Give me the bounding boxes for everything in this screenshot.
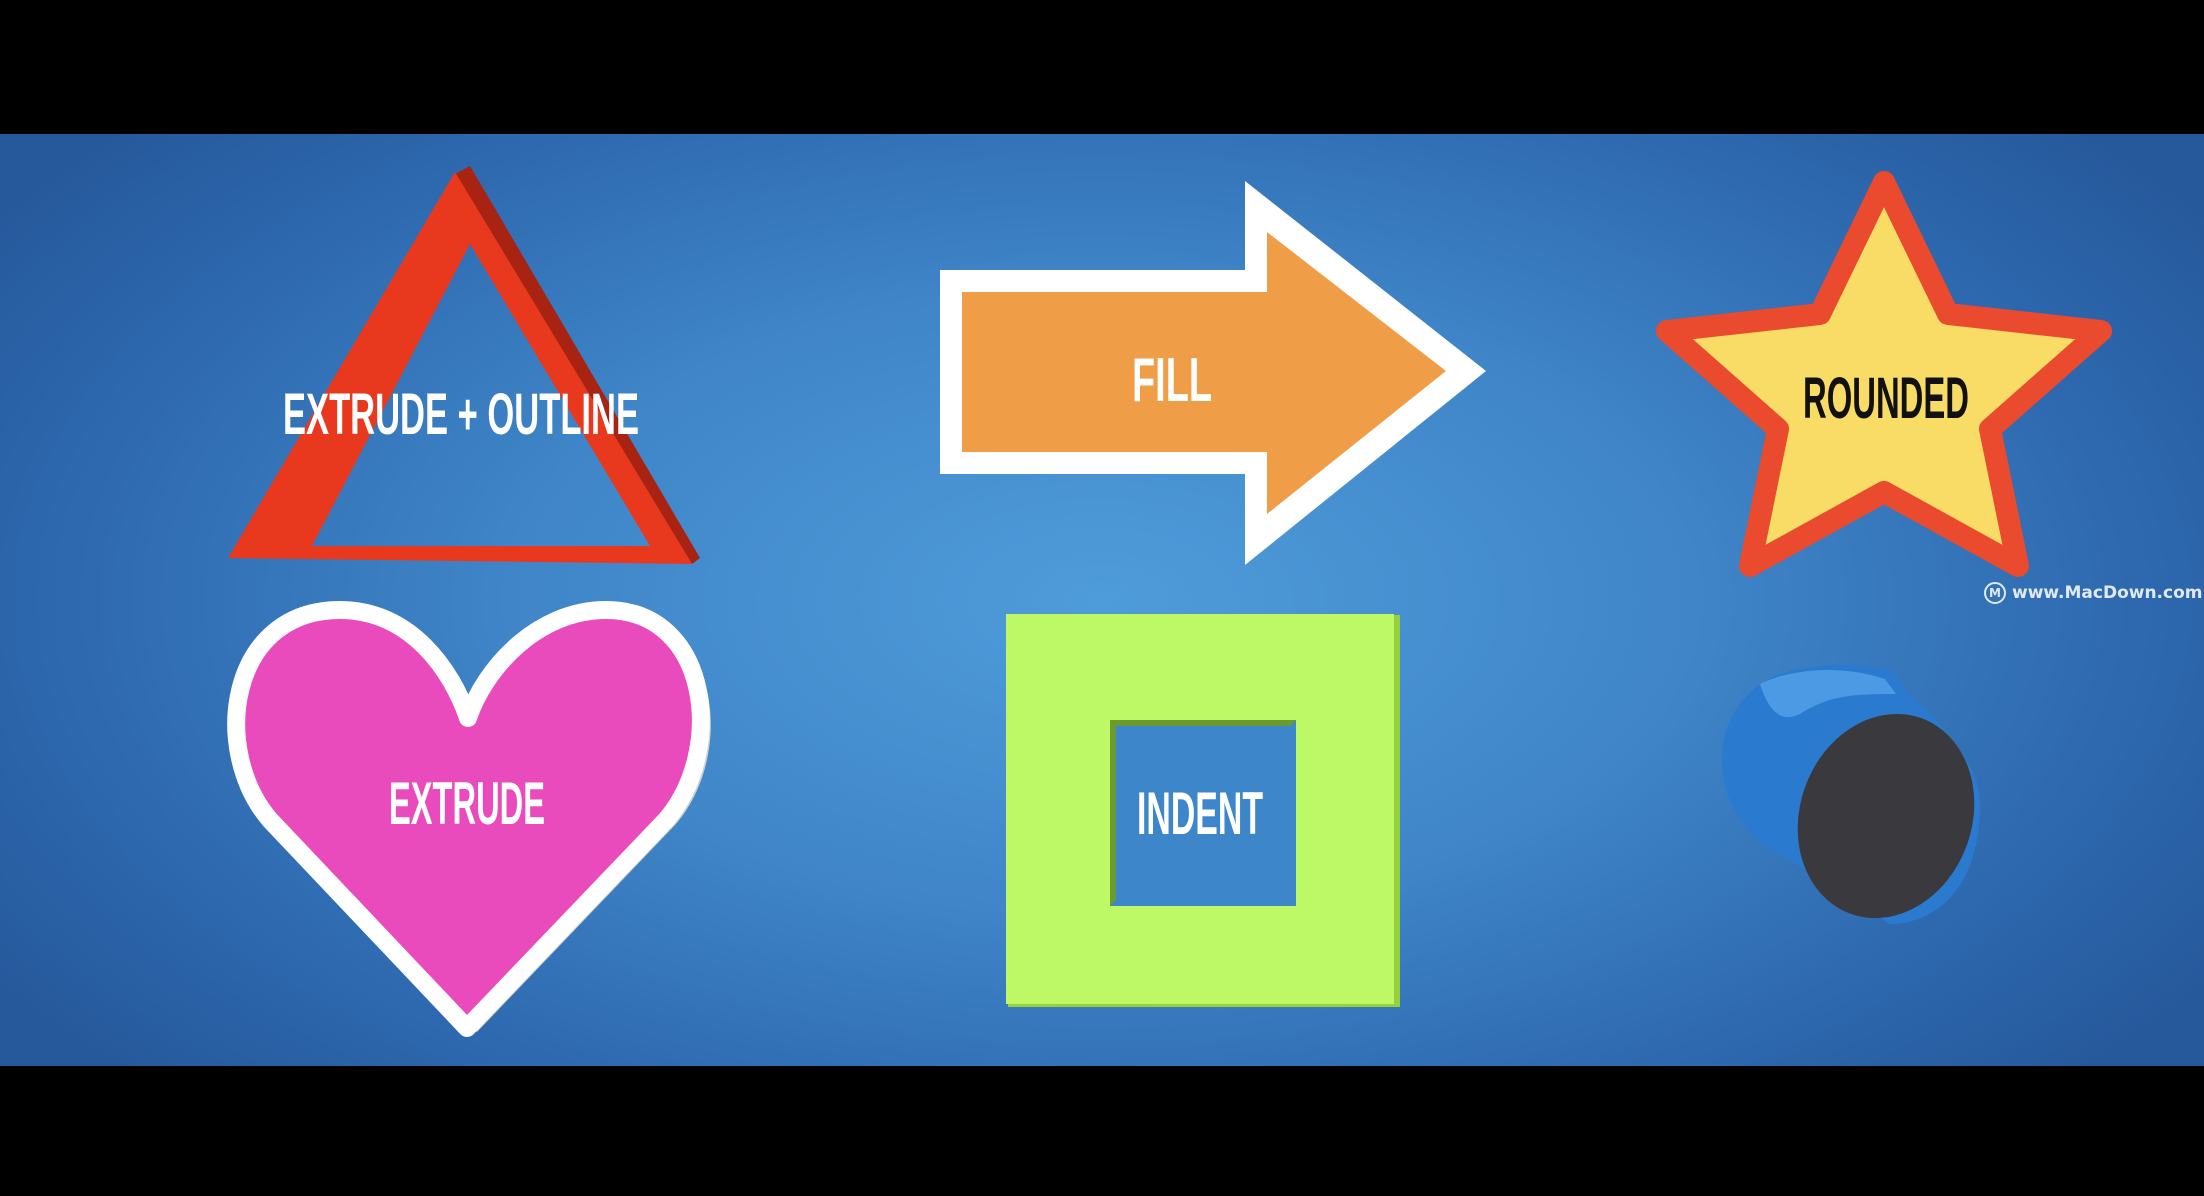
square-indent-hole: [1110, 720, 1296, 906]
heart-label: EXTRUDE: [389, 770, 545, 837]
cylinder-face: [1797, 713, 1975, 919]
letterbox-top: [0, 0, 2204, 134]
macdown-logo-icon: M: [1984, 582, 2006, 604]
star-body: [1656, 171, 2112, 577]
arrow-shape: FILL: [940, 181, 1486, 565]
heart-shape: EXTRUDE: [227, 601, 711, 1037]
cylinder-tab: [1894, 674, 1920, 714]
cylinder-shape: [1721, 664, 1980, 924]
star-shape: ROUNDED: [1656, 171, 2112, 577]
square-label: INDENT: [1137, 780, 1263, 847]
arrow-label: FILL: [1132, 346, 1212, 415]
heart-body: [227, 601, 710, 1037]
star-label: ROUNDED: [1803, 366, 1969, 431]
letterbox-bottom: [0, 1066, 2204, 1196]
triangle-outline: [228, 172, 692, 564]
arrow-fill: [962, 232, 1446, 514]
cylinder-top-highlight: [1760, 669, 1896, 718]
stage-background: EXTRUDE + OUTLINE FILL ROUNDED EXTRUDE I…: [0, 134, 2204, 1066]
triangle-shape: EXTRUDE + OUTLINE: [228, 166, 700, 564]
watermark: M www.MacDown.com: [1984, 582, 2202, 604]
triangle-label: EXTRUDE + OUTLINE: [283, 382, 639, 447]
shapes-artwork: EXTRUDE + OUTLINE FILL ROUNDED EXTRUDE I…: [227, 166, 2112, 1037]
triangle-extrusion: [455, 166, 700, 564]
watermark-text: www.MacDown.com: [2012, 583, 2203, 603]
square-shape: INDENT: [1006, 614, 1400, 1007]
